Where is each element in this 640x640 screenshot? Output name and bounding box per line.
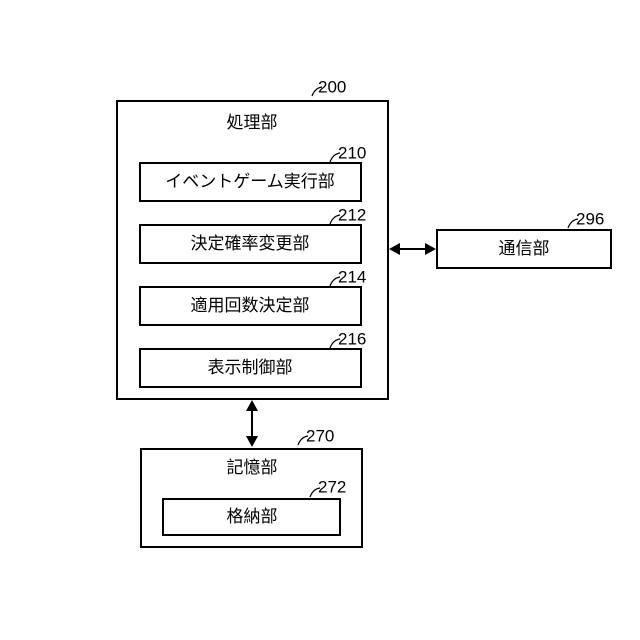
storage-sub-unit-ref: 272 xyxy=(318,478,346,497)
storage-unit-ref: 270 xyxy=(306,427,334,446)
module-application-count-decider-ref: 214 xyxy=(338,268,366,287)
processing-communication-connector xyxy=(389,243,436,255)
module-display-controller-ref: 216 xyxy=(338,330,366,349)
communication-unit: 通信部 296 xyxy=(437,210,611,269)
arrowhead-up xyxy=(246,400,258,411)
storage-unit-label: 記憶部 xyxy=(227,458,278,478)
processing-unit-ref: 200 xyxy=(318,78,346,97)
storage-sub-unit-label: 格納部 xyxy=(227,507,278,527)
module-probability-changer-ref: 212 xyxy=(338,206,366,225)
processing-storage-connector xyxy=(246,400,258,447)
communication-unit-ref: 296 xyxy=(576,210,604,229)
module-event-game-executor-ref: 210 xyxy=(338,144,366,163)
module-display-controller-label: 表示制御部 xyxy=(208,358,293,378)
processing-unit: 処理部 200 イベントゲーム実行部 210 決定確率変更部 212 適用回数決… xyxy=(117,78,388,400)
communication-unit-label: 通信部 xyxy=(499,239,550,259)
module-probability-changer-label: 決定確率変更部 xyxy=(191,234,310,254)
processing-unit-label: 処理部 xyxy=(227,113,278,133)
module-application-count-decider-label: 適用回数決定部 xyxy=(191,296,310,316)
module-event-game-executor-label: イベントゲーム実行部 xyxy=(165,172,335,192)
arrowhead-right xyxy=(425,243,436,255)
arrowhead-left xyxy=(389,243,400,255)
arrowhead-down xyxy=(246,436,258,447)
